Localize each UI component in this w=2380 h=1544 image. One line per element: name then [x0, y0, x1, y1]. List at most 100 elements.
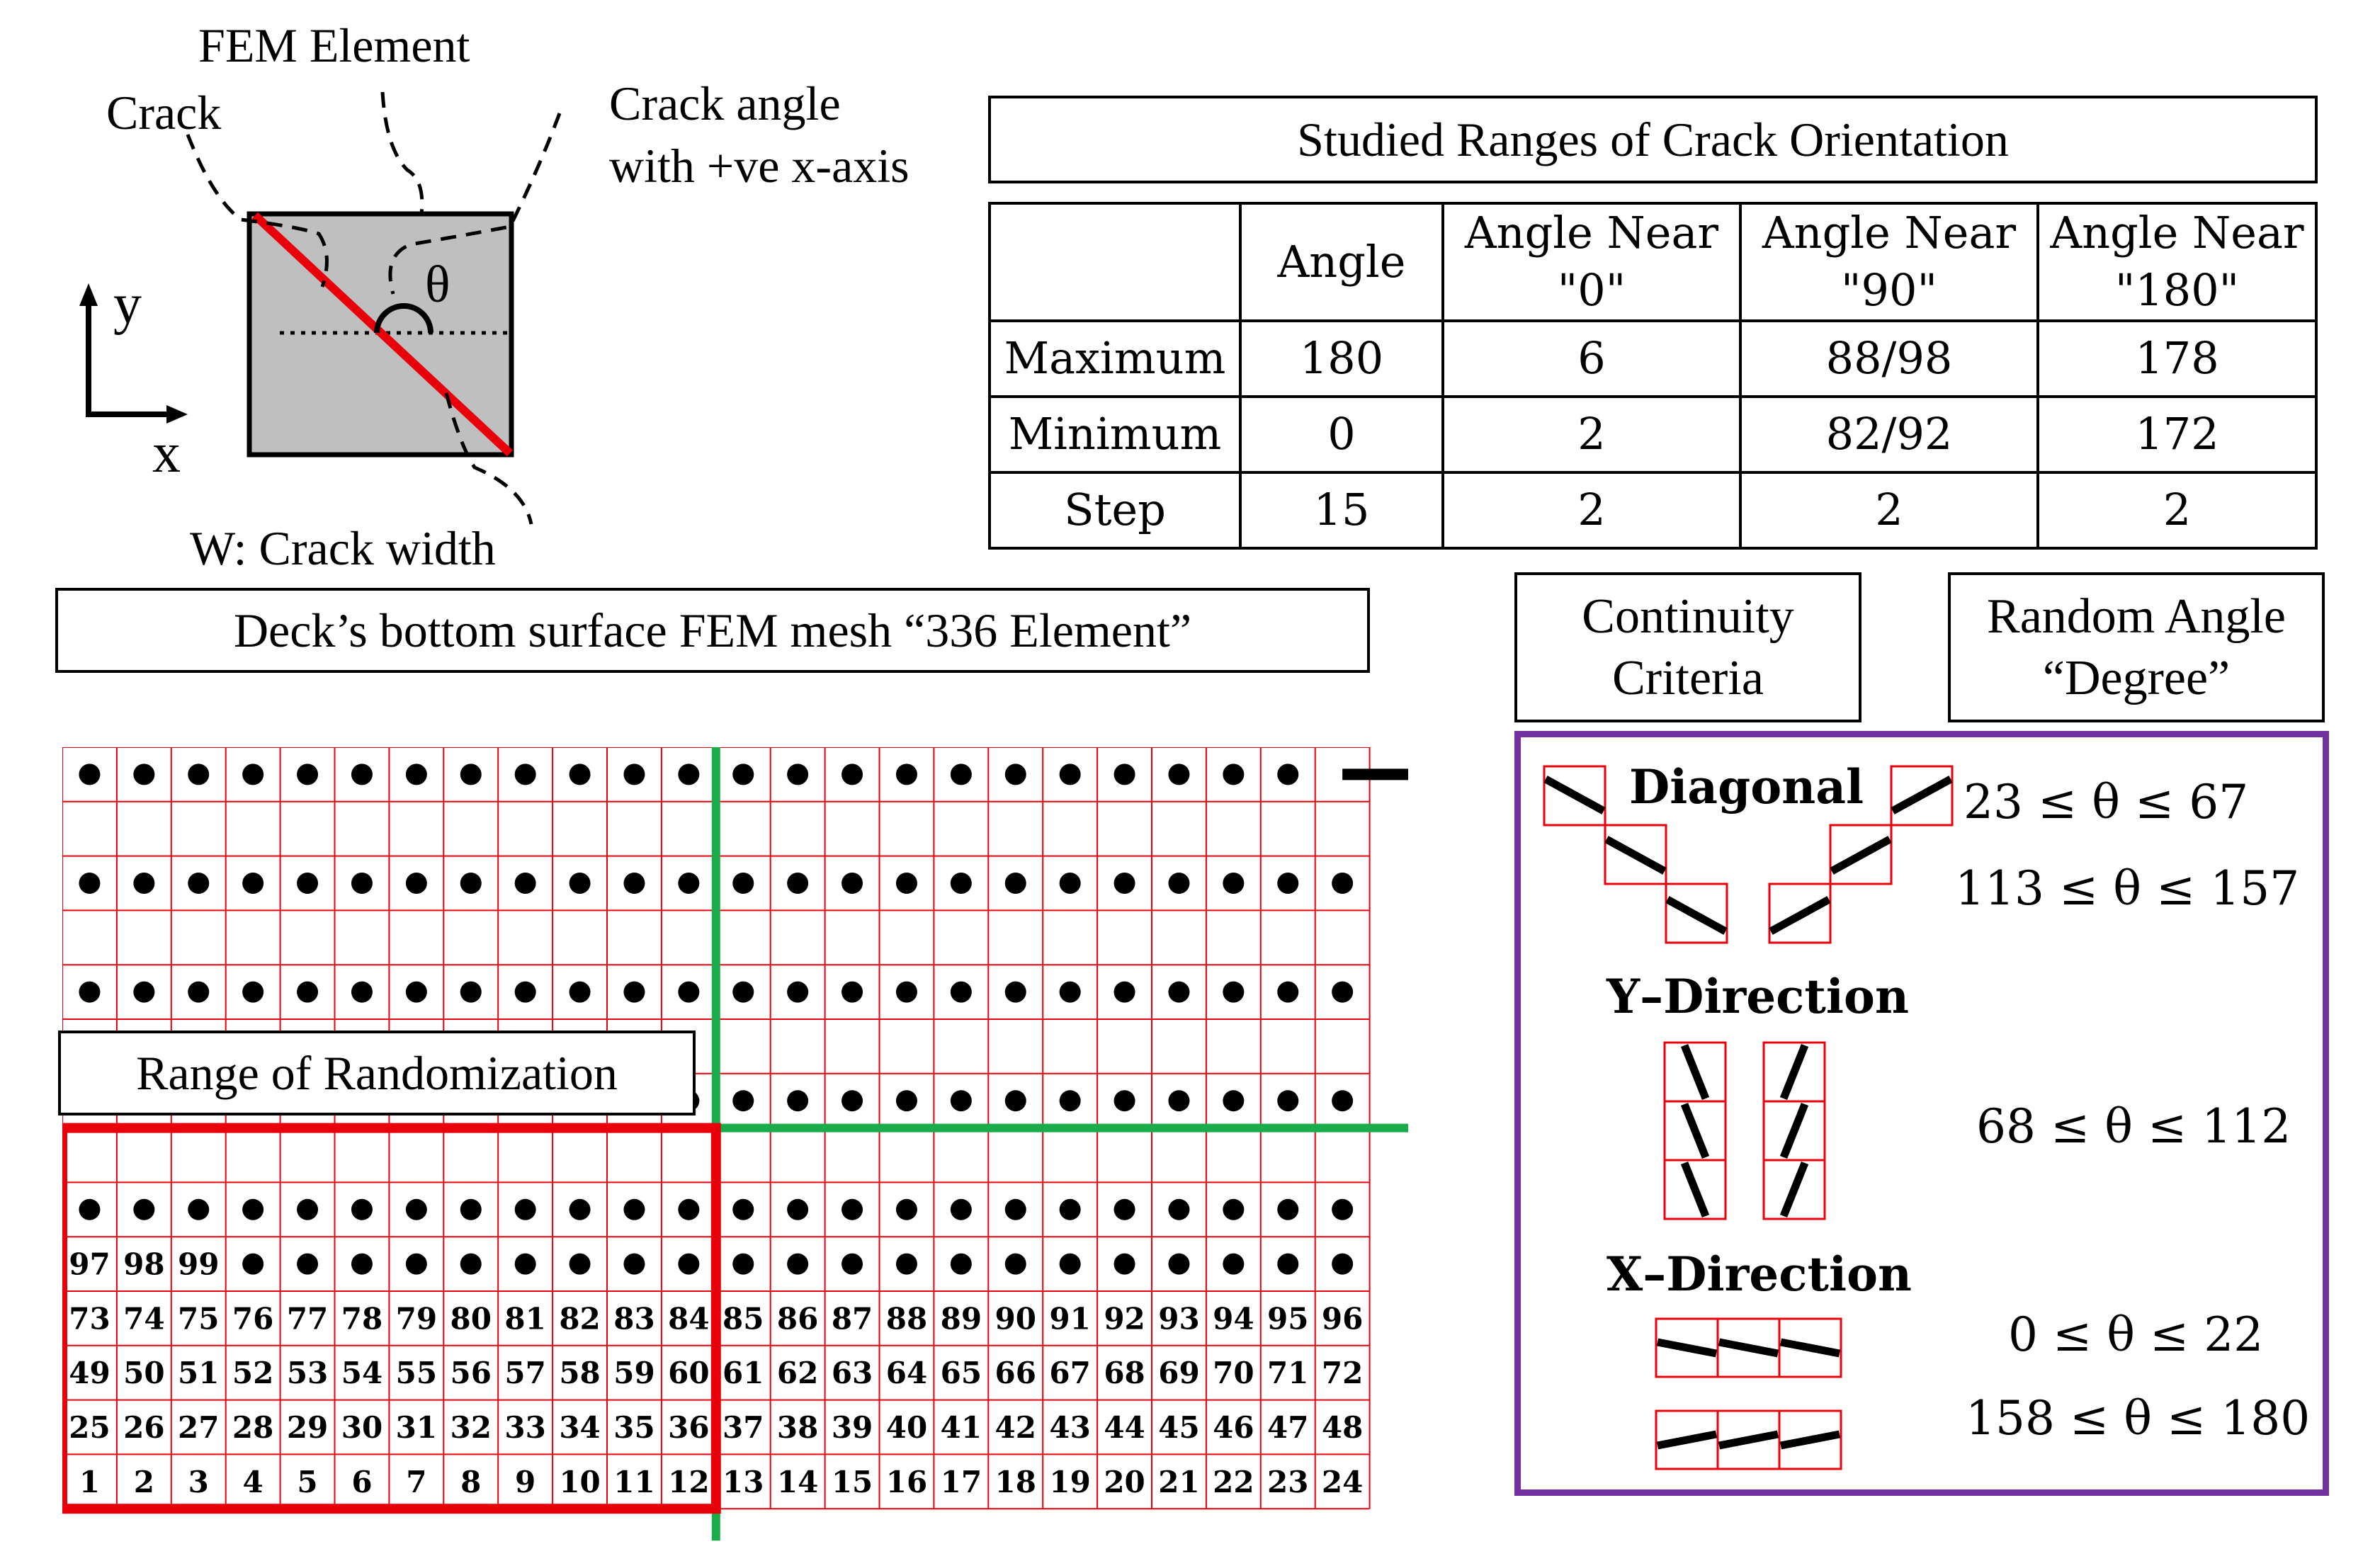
- element-dot: [1223, 764, 1245, 785]
- ranges-table: Angle Angle Near "0" Angle Near "90" Ang…: [988, 202, 2318, 550]
- ranges-table-row: Step 15 2 2 2: [988, 471, 2318, 550]
- element-dot: [1277, 1198, 1299, 1220]
- element-dot: [188, 1198, 210, 1220]
- element-dot: [1059, 764, 1081, 785]
- element-dot: [678, 981, 700, 1003]
- x-range-2: 158 ≤ θ ≤ 180: [1966, 1391, 2311, 1446]
- element-dot: [732, 764, 754, 785]
- element-dot: [1223, 873, 1245, 894]
- element-dot: [787, 1198, 809, 1220]
- element-dot: [133, 764, 155, 785]
- ranges-cell: 82/92: [1739, 395, 2039, 474]
- element-number: 10: [559, 1465, 600, 1499]
- ranges-cell: 88/98: [1739, 319, 2039, 398]
- y-arrowhead: [79, 283, 98, 306]
- element-dot: [623, 764, 645, 785]
- element-dot: [297, 981, 319, 1003]
- crack-leader: [186, 134, 329, 288]
- element-dot: [242, 873, 264, 894]
- element-dot: [1004, 1253, 1026, 1275]
- element-number: 76: [232, 1301, 273, 1336]
- element-dot: [460, 764, 482, 785]
- element-number: 95: [1267, 1301, 1308, 1336]
- diagonal-right-icon: [1768, 765, 1954, 944]
- ranges-cell: 2: [1441, 471, 1742, 550]
- element-number: 47: [1267, 1410, 1308, 1445]
- x-arrowhead: [166, 405, 188, 424]
- element-number: 20: [1104, 1465, 1145, 1499]
- x-direction-top-crack: [1656, 1338, 1841, 1358]
- element-dot: [188, 764, 210, 785]
- element-dot: [569, 1253, 591, 1275]
- element-number: 44: [1104, 1410, 1145, 1445]
- element-number: 73: [69, 1301, 110, 1336]
- diagonal-right-crack: [1769, 776, 1953, 935]
- element-dot: [1223, 981, 1245, 1003]
- element-dot: [842, 873, 863, 894]
- element-number: 79: [396, 1301, 437, 1336]
- element-number: 27: [178, 1410, 219, 1445]
- element-number: 89: [941, 1301, 982, 1336]
- element-dot: [1004, 1090, 1026, 1112]
- element-number: 51: [178, 1356, 219, 1390]
- element-dot: [1114, 873, 1135, 894]
- element-dot: [623, 1198, 645, 1220]
- angle-arc: [374, 303, 434, 334]
- element-number: 80: [450, 1301, 492, 1336]
- element-dot: [405, 1253, 427, 1275]
- fem-element-leader: [380, 91, 424, 215]
- element-number: 8: [460, 1465, 481, 1499]
- element-number: 37: [722, 1410, 764, 1445]
- element-number: 59: [613, 1356, 654, 1390]
- element-number: 39: [832, 1410, 873, 1445]
- element-dot: [514, 873, 536, 894]
- element-dot: [623, 873, 645, 894]
- y-direction-left-crack: [1680, 1043, 1710, 1218]
- element-dot: [787, 764, 809, 785]
- element-dot: [1114, 1090, 1135, 1112]
- ranges-table-row: Minimum 0 2 82/92 172: [988, 395, 2318, 474]
- element-dot: [133, 1198, 155, 1220]
- element-dot: [787, 981, 809, 1003]
- ranges-cell: 172: [2036, 395, 2318, 474]
- element-number: 67: [1049, 1356, 1090, 1390]
- element-number: 94: [1213, 1301, 1254, 1336]
- x-direction-label: X–Direction: [1606, 1247, 1912, 1302]
- element-number: 64: [886, 1356, 927, 1390]
- element-dot: [242, 764, 264, 785]
- y-direction-right-icon: [1762, 1041, 1826, 1220]
- element-number: 53: [287, 1356, 328, 1390]
- element-dot: [1277, 764, 1299, 785]
- fem-element-label: FEM Element: [198, 18, 470, 72]
- element-dot: [678, 873, 700, 894]
- ranges-cell: 6: [1441, 319, 1742, 398]
- element-dot: [1114, 764, 1135, 785]
- ranges-header-cell: Angle: [1239, 202, 1444, 322]
- element-dot: [842, 981, 863, 1003]
- element-dot: [1059, 1253, 1081, 1275]
- element-number: 42: [995, 1410, 1036, 1445]
- y-direction-label: Y–Direction: [1606, 969, 1909, 1024]
- element-number: 23: [1267, 1465, 1308, 1499]
- continuity-criteria-title: Continuity Criteria: [1514, 572, 1862, 722]
- element-sketch-figure: [79, 91, 562, 525]
- element-dot: [1004, 981, 1026, 1003]
- element-number: 49: [69, 1356, 110, 1390]
- crack-angle-label-line1: Crack angle: [609, 76, 841, 130]
- element-number: 31: [396, 1410, 437, 1445]
- element-dot: [732, 981, 754, 1003]
- element-dot: [514, 1198, 536, 1220]
- element-dot: [242, 1253, 264, 1275]
- element-dot: [950, 1253, 972, 1275]
- element-number: 66: [995, 1356, 1036, 1390]
- element-number: 18: [995, 1465, 1036, 1499]
- element-dot: [1277, 1090, 1299, 1112]
- element-number: 93: [1158, 1301, 1199, 1336]
- element-dot: [297, 1198, 319, 1220]
- theta-label: θ: [425, 256, 450, 314]
- element-dot: [351, 1253, 373, 1275]
- element-dot: [1332, 981, 1354, 1003]
- element-dot: [1332, 1198, 1354, 1220]
- element-number: 92: [1104, 1301, 1145, 1336]
